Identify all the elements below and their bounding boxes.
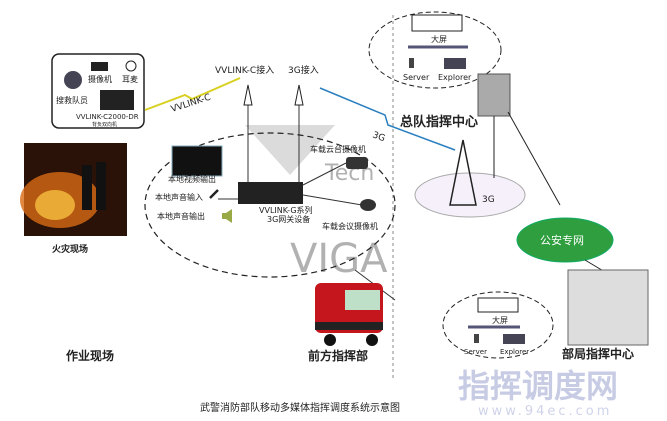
ministry-building-icon — [567, 269, 649, 346]
svg-text:VVLINK-C: VVLINK-C — [170, 93, 212, 115]
ptz-camera-icon — [346, 157, 368, 169]
svg-text:耳麦: 耳麦 — [122, 74, 138, 84]
site-watermark: 指挥调度网 www.94ec.com — [458, 367, 618, 419]
headset-icon — [125, 60, 137, 72]
svg-text:3G接入: 3G接入 — [288, 64, 319, 76]
svg-text:VVLINK-C接入: VVLINK-C接入 — [215, 64, 274, 76]
gateway-device-icon — [238, 182, 303, 204]
antenna-icon — [294, 84, 304, 185]
big-screen-icon — [477, 297, 519, 313]
svg-text:摄像机: 摄像机 — [88, 74, 112, 84]
big-screen-icon — [411, 14, 463, 32]
fire-truck-icon — [315, 283, 383, 346]
svg-text:3G: 3G — [482, 195, 495, 205]
server-icon — [474, 334, 479, 343]
svg-text:Explorer: Explorer — [500, 348, 529, 356]
svg-text:Server: Server — [464, 348, 487, 356]
diagram-caption: 武警消防部队移动多媒体指挥调度系统示意图 — [200, 401, 400, 414]
svg-text:指挥调度网: 指挥调度网 — [458, 367, 618, 405]
svg-text:3G网关设备: 3G网关设备 — [267, 214, 310, 224]
svg-text:VIGA: VIGA — [290, 236, 388, 282]
vvlink-c-link — [144, 77, 241, 111]
svg-text:火灾现场: 火灾现场 — [52, 243, 88, 255]
rescue-kit-box: 搜救队员 摄像机 耳麦 VVLINK-C2000-DR 背负双向机 — [51, 53, 145, 129]
svg-text:部局指挥中心: 部局指挥中心 — [562, 346, 634, 361]
svg-text:Server: Server — [403, 73, 430, 82]
svg-text:www.94ec.com: www.94ec.com — [478, 404, 612, 419]
svg-text:3G: 3G — [371, 130, 386, 144]
svg-text:车载云台摄像机: 车载云台摄像机 — [310, 144, 366, 154]
svg-text:本地声音输入: 本地声音输入 — [155, 192, 203, 202]
police-network-cloud — [516, 217, 614, 263]
svg-text:车载会议摄像机: 车载会议摄像机 — [322, 221, 378, 231]
svg-text:搜救队员: 搜救队员 — [56, 95, 88, 105]
svg-text:大屏: 大屏 — [492, 315, 508, 325]
svg-text:大屏: 大屏 — [431, 34, 447, 44]
svg-text:前方指挥部: 前方指挥部 — [308, 348, 368, 363]
backpack-transceiver-icon — [100, 90, 134, 110]
corps-center-zone — [368, 11, 502, 89]
svg-text:总队指挥中心: 总队指挥中心 — [400, 114, 478, 130]
microphone-icon — [209, 189, 219, 199]
3g-cloud — [414, 172, 526, 218]
camera-icon — [91, 62, 108, 71]
explorer-icon — [444, 58, 466, 69]
meeting-camera-icon — [360, 199, 376, 211]
rescuer-icon — [64, 71, 82, 89]
building-icon — [477, 73, 511, 117]
svg-text:背负双向机: 背负双向机 — [92, 121, 117, 128]
svg-text:本地声音输出: 本地声音输出 — [157, 211, 205, 221]
3g-link — [319, 87, 456, 151]
svg-text:VVLINK-C2000-DR: VVLINK-C2000-DR — [76, 113, 139, 121]
svg-text:公安专网: 公安专网 — [540, 233, 584, 247]
speaker-icon — [222, 209, 232, 223]
svg-text:作业现场: 作业现场 — [66, 348, 114, 363]
svg-text:Explorer: Explorer — [438, 73, 472, 82]
antenna-icon — [243, 84, 253, 185]
cell-tower-icon — [449, 139, 477, 206]
ministry-center-zone — [442, 291, 554, 359]
server-icon — [409, 58, 414, 68]
monitor-icon — [171, 145, 223, 177]
svg-text:VVLINK-G系列: VVLINK-G系列 — [259, 205, 313, 215]
explorer-icon — [503, 334, 525, 344]
svg-text:本地视频输出: 本地视频输出 — [168, 174, 216, 184]
vehicle-zone — [144, 132, 396, 278]
